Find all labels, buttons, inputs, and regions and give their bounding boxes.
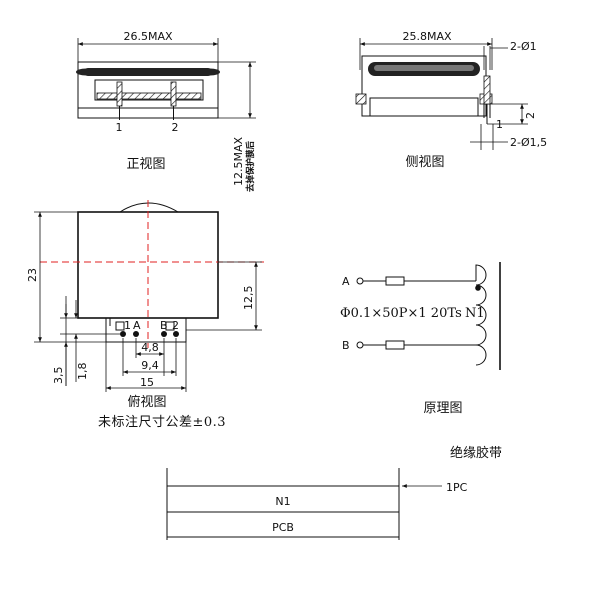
front-height-note: 去掉保护膜后 — [245, 140, 256, 192]
insulation-tape-label: 绝缘胶带 — [450, 445, 502, 461]
top-dim-3-5: 3,5 — [52, 367, 65, 385]
front-width-dim: 26.5MAX — [123, 30, 173, 43]
schematic-caption: 原理图 — [423, 401, 462, 416]
top-pin-b-label: B — [160, 319, 168, 332]
layer-callout: 1PC — [446, 481, 468, 494]
top-view: A 1 B 2 23 12,5 3,5 1,8 — [26, 200, 264, 430]
front-height-dim: 12.5MAX — [232, 136, 245, 186]
layer-n1-label: N1 — [275, 495, 290, 508]
top-dim-4-8: 4,8 — [141, 341, 159, 354]
tolerance-note: 未标注尺寸公差±0.3 — [98, 415, 226, 430]
schematic: A B Φ0.1×50P×1 20Ts N1 原理图 — [340, 262, 501, 416]
front-view-caption: 正视图 — [126, 157, 165, 172]
side-view-caption: 侧视图 — [405, 155, 444, 170]
top-dim-9-4: 9,4 — [141, 359, 159, 372]
winding-name: N1 — [465, 306, 485, 321]
front-view: 26.5MAX 1 2 12.5MAX 去掉保护膜后 正视图 — [76, 30, 256, 192]
top-view-caption: 俯视图 — [127, 394, 166, 410]
side-pin-dia: 2-Ø1 — [510, 40, 537, 53]
side-pin-1-label: 1 — [496, 118, 503, 131]
top-dim-15: 15 — [140, 376, 154, 389]
layer-pcb-label: PCB — [272, 521, 294, 534]
schematic-terminal-a: A — [342, 275, 350, 288]
top-dim-1-8: 1,8 — [76, 363, 89, 381]
top-half-dim: 12,5 — [242, 286, 255, 311]
side-pin-length: 2 — [524, 112, 537, 119]
top-height-dim: 23 — [26, 268, 39, 282]
side-view: 25.8MAX 2-Ø1 2 2-Ø1,5 1 侧视图 — [355, 30, 547, 170]
top-pin-1-label: 1 — [124, 319, 131, 332]
layer-stack: 绝缘胶带 N1 PCB 1PC — [166, 445, 502, 540]
winding-spec: Φ0.1×50P×1 20Ts — [340, 306, 462, 321]
side-width-dim: 25.8MAX — [402, 30, 452, 43]
top-pin-a-label: A — [133, 319, 141, 332]
side-pad-dia: 2-Ø1,5 — [510, 136, 547, 149]
front-pin-2-label: 2 — [172, 121, 179, 134]
front-pin-1-label: 1 — [116, 121, 123, 134]
top-pin-2-label: 2 — [172, 319, 179, 332]
schematic-terminal-b: B — [342, 339, 350, 352]
